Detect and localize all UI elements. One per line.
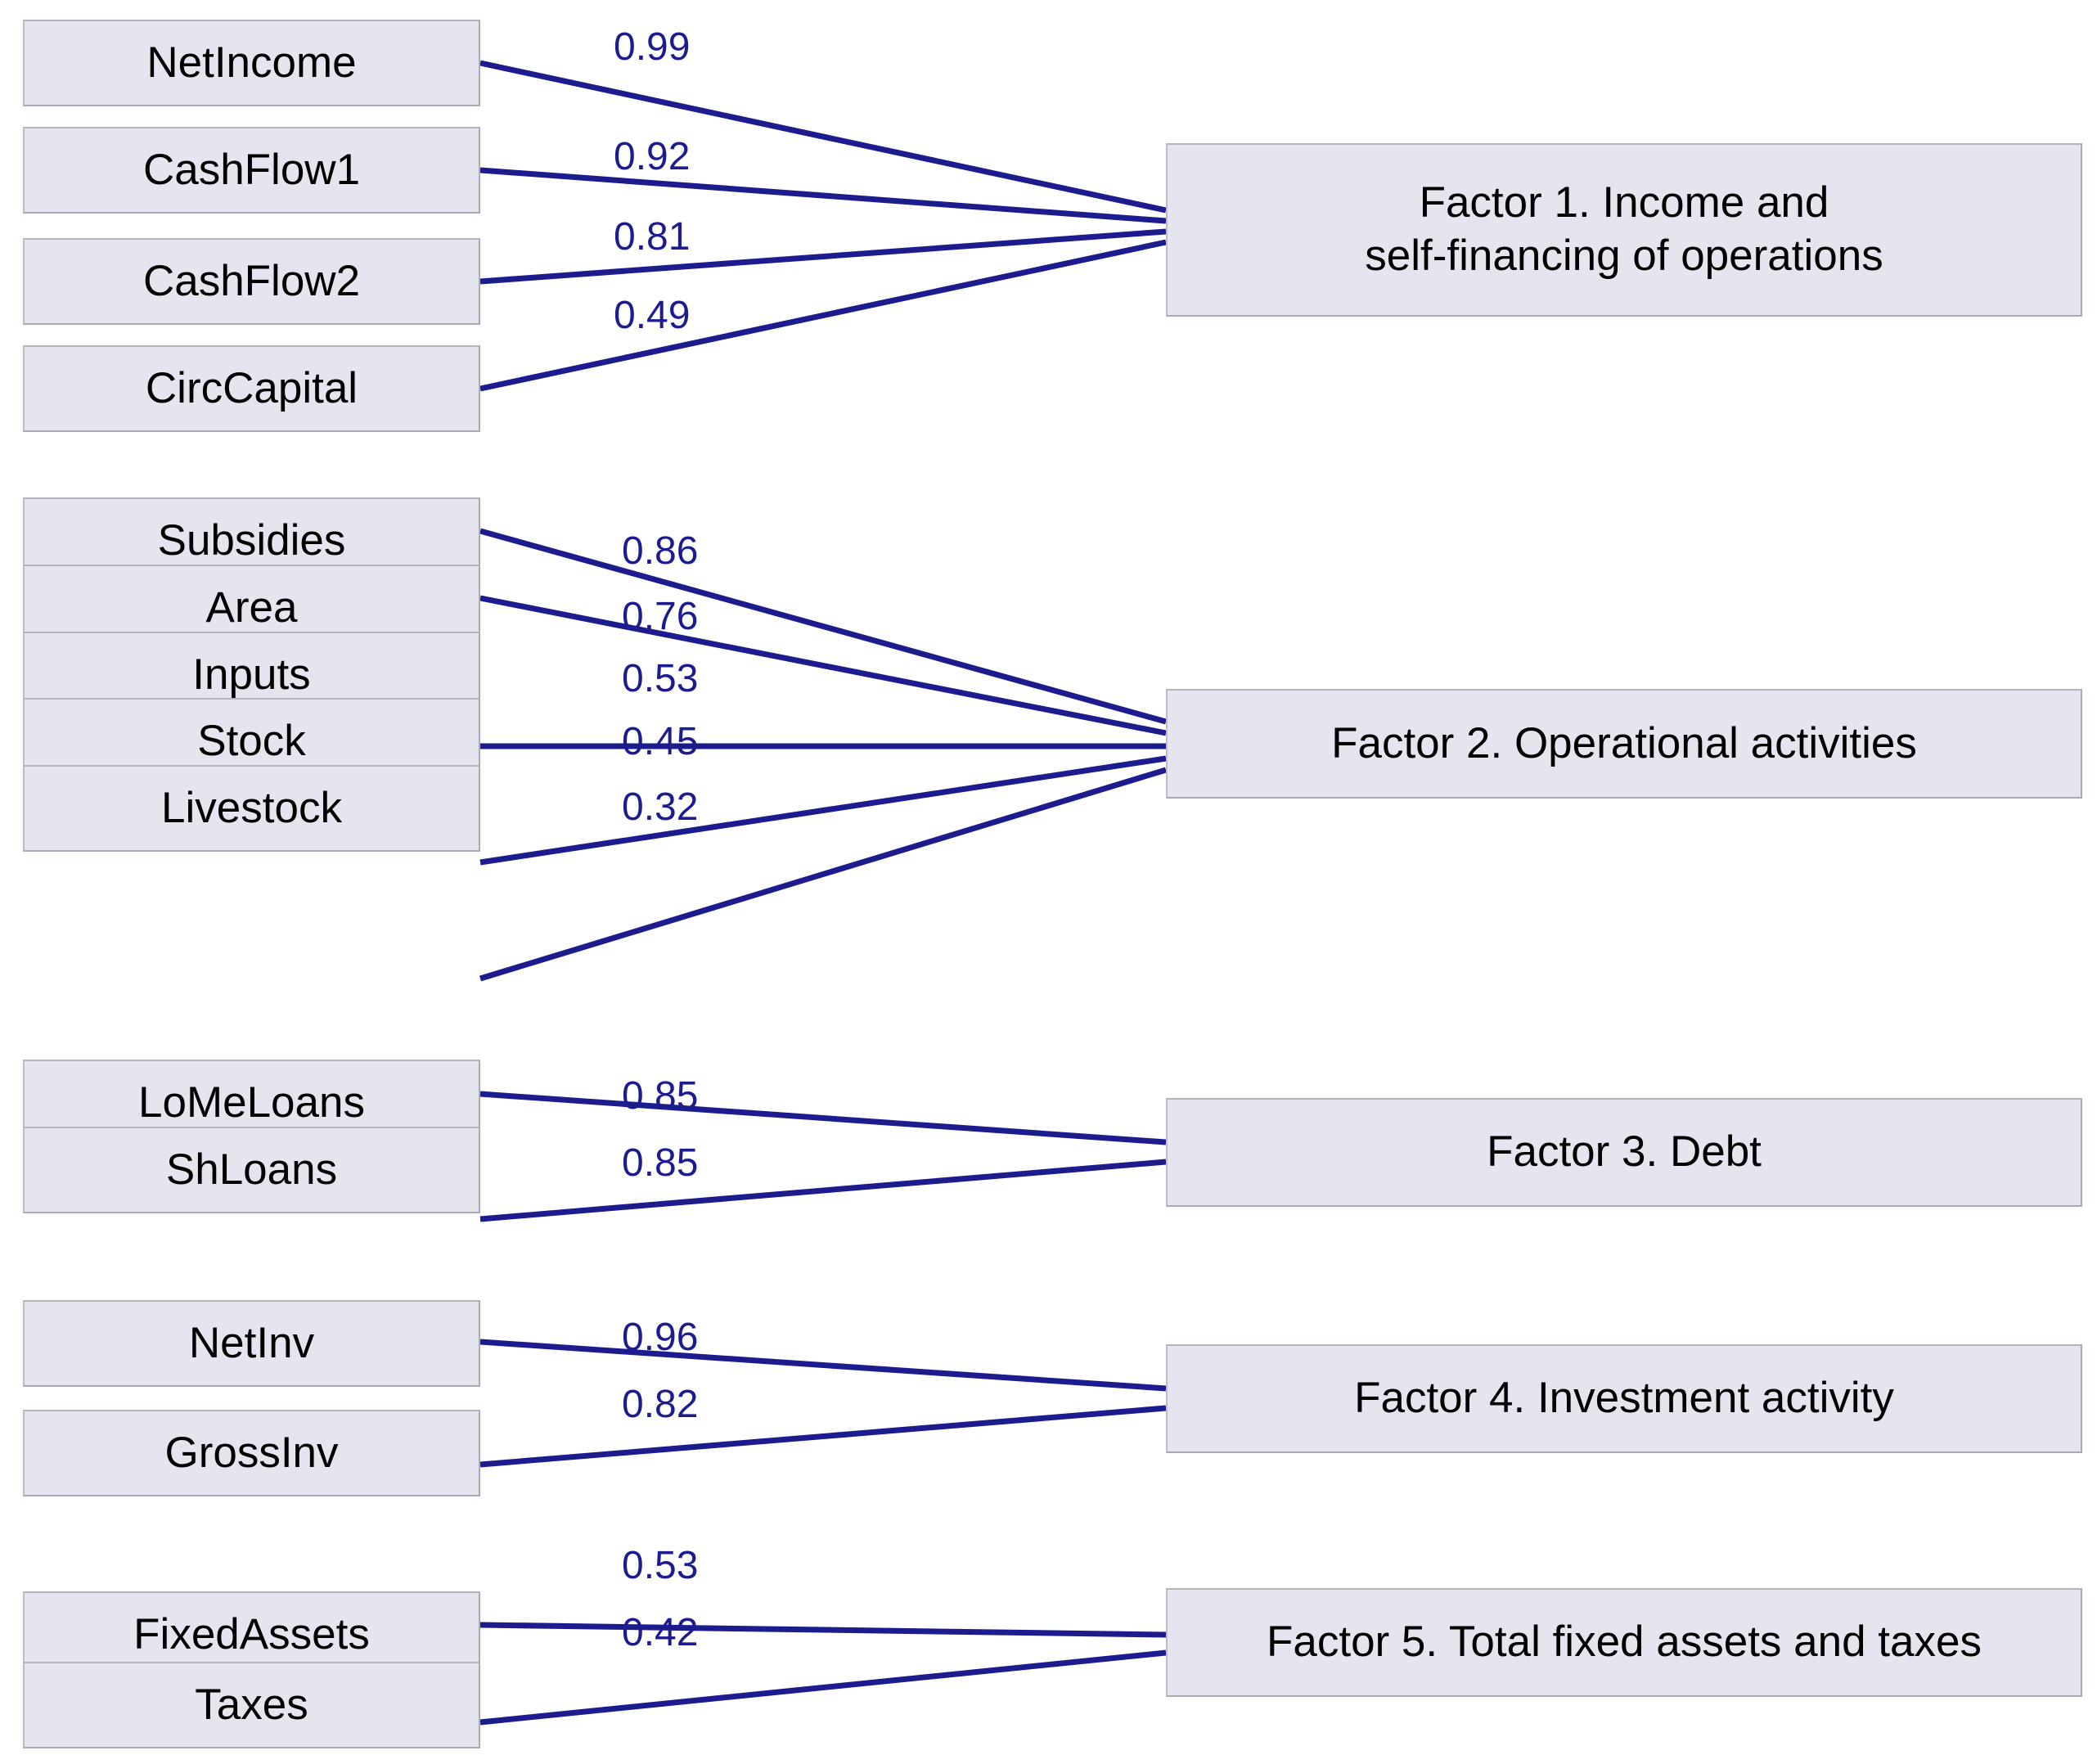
loading-label-l-045: 0.45 xyxy=(622,720,699,763)
loading-label-l-042: 0.42 xyxy=(622,1611,699,1654)
loading-label-l-096: 0.96 xyxy=(622,1316,699,1359)
loading-label-l-053: 0.53 xyxy=(622,657,699,700)
loading-label-l-086: 0.86 xyxy=(622,529,699,573)
variable-node-label: CashFlow2 xyxy=(142,256,361,305)
factor-node-label: Factor 1. Income and self-financing of o… xyxy=(1365,178,1883,280)
loading-label-l-092: 0.92 xyxy=(614,135,691,178)
loading-label-l-085b: 0.85 xyxy=(622,1141,699,1185)
variable-node-grossinv[interactable]: GrossInv xyxy=(23,1410,480,1496)
factor-node-label: Factor 5. Total fixed assets and taxes xyxy=(1267,1618,1982,1667)
variable-node-label: Area xyxy=(205,583,298,632)
variable-node-label: FixedAssets xyxy=(133,1609,370,1658)
factor-node-f5[interactable]: Factor 5. Total fixed assets and taxes xyxy=(1166,1588,2082,1697)
variable-node-label: CashFlow1 xyxy=(142,145,361,194)
variable-node-cashflow2[interactable]: CashFlow2 xyxy=(23,238,480,325)
variable-node-label: Taxes xyxy=(195,1680,308,1729)
variable-node-label: LoMeLoans xyxy=(138,1078,365,1127)
edge-e-cashflow1-f1 xyxy=(479,167,1167,224)
edge-e-area-f2 xyxy=(479,595,1167,736)
variable-node-label: ShLoans xyxy=(165,1145,338,1194)
edge-e-grossinv-f4 xyxy=(479,1405,1167,1468)
variable-node-netinv[interactable]: NetInv xyxy=(23,1300,480,1387)
edge-e-taxes-f5 xyxy=(479,1649,1167,1726)
factor-node-label: Factor 4. Investment activity xyxy=(1354,1374,1894,1423)
variable-node-label: Inputs xyxy=(192,650,311,699)
edge-e-netincome-f1 xyxy=(479,60,1167,214)
edge-e-netinv-f4 xyxy=(479,1339,1167,1392)
edge-e-shloans-f3 xyxy=(479,1159,1167,1222)
variable-node-label: CircCapital xyxy=(145,363,358,412)
factor-node-label: Factor 2. Operational activities xyxy=(1331,718,1917,767)
loading-label-l-032: 0.32 xyxy=(622,785,699,829)
loading-label-l-085a: 0.85 xyxy=(622,1074,699,1118)
loading-label-l-082: 0.82 xyxy=(622,1383,699,1426)
loading-label-l-053b: 0.53 xyxy=(622,1544,699,1587)
edge-e-lomeloans-f3 xyxy=(479,1091,1167,1145)
loading-label-l-049: 0.49 xyxy=(614,294,691,337)
loading-label-l-081: 0.81 xyxy=(614,215,691,259)
variable-node-livestock[interactable]: Livestock xyxy=(23,765,480,852)
variable-node-taxes[interactable]: Taxes xyxy=(23,1662,480,1748)
factor-node-f2[interactable]: Factor 2. Operational activities xyxy=(1166,689,2082,799)
edge-e-subsidies-f2 xyxy=(479,528,1167,725)
edge-e-fixedassets-f5 xyxy=(479,1622,1167,1638)
edge-e-stock-f2 xyxy=(479,755,1167,866)
edge-e-cashflow2-f1 xyxy=(479,228,1167,285)
variable-node-netincome[interactable]: NetIncome xyxy=(23,20,480,106)
variable-node-label: GrossInv xyxy=(164,1428,339,1477)
variable-node-shloans[interactable]: ShLoans xyxy=(23,1127,480,1213)
loading-label-l-076: 0.76 xyxy=(622,595,699,638)
factor-node-f1[interactable]: Factor 1. Income and self-financing of o… xyxy=(1166,143,2082,317)
variable-node-circcapital[interactable]: CircCapital xyxy=(23,345,480,432)
variable-node-cashflow1[interactable]: CashFlow1 xyxy=(23,127,480,214)
factor-node-label: Factor 3. Debt xyxy=(1487,1127,1762,1177)
variable-node-label: NetIncome xyxy=(146,38,357,87)
variable-node-label: NetInv xyxy=(188,1318,315,1367)
edge-e-livestock-f2 xyxy=(479,767,1168,982)
variable-node-label: Livestock xyxy=(161,783,342,832)
edge-e-circcapital-f1 xyxy=(479,239,1167,392)
factor-node-f3[interactable]: Factor 3. Debt xyxy=(1166,1098,2082,1207)
loading-label-l-099: 0.99 xyxy=(614,25,691,69)
factor-node-f4[interactable]: Factor 4. Investment activity xyxy=(1166,1344,2082,1453)
variable-node-label: Subsidies xyxy=(157,515,346,565)
variable-node-label: Stock xyxy=(197,716,306,765)
